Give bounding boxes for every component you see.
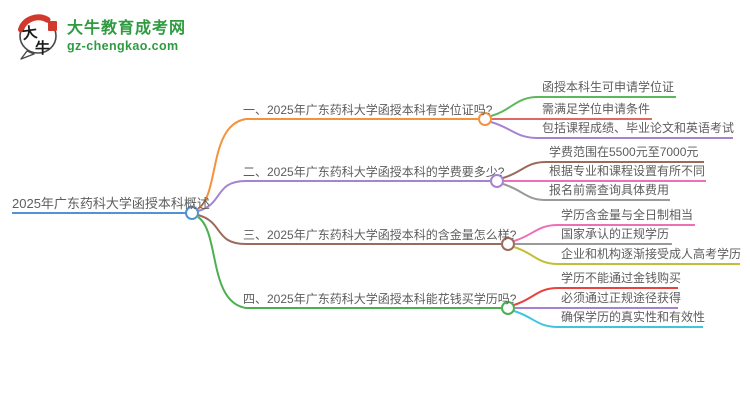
bull-speech-bubble-logo-icon: 大 牛: [18, 14, 57, 60]
branch-1-child-3-label: 包括课程成绩、毕业论文和英语考试: [542, 121, 735, 135]
logo-char-bottom: 牛: [35, 39, 50, 57]
branch-2-child-1-label: 学费范围在5500元至7000元: [549, 145, 699, 159]
root-node-toggle[interactable]: [185, 206, 199, 220]
branch-1-child-1-connector: [490, 96, 676, 117]
branch-2-child-3-connector: [502, 183, 670, 201]
site-name: 大牛教育成考网: [67, 19, 187, 37]
branch-3-connector: [197, 214, 501, 245]
branch-1-child-1-label: 函授本科生可申请学位证: [542, 80, 675, 94]
branch-2-child-2-label: 根据专业和课程设置有所不同: [549, 164, 706, 178]
branch-4-label: 四、2025年广东药科大学函授本科能花钱买学历吗?: [243, 292, 517, 306]
branch-3-child-2-label: 国家承认的正规学历: [561, 227, 670, 241]
branch-4-child-1-connector: [513, 287, 678, 306]
branch-3-child-1-label: 学历含金量与全日制相当: [561, 208, 694, 222]
branch-1-node-toggle[interactable]: [478, 112, 492, 126]
root-topic-label: 2025年广东药科大学函授本科概述: [12, 196, 210, 211]
branch-4-node-toggle[interactable]: [501, 301, 515, 315]
branch-2-node-toggle[interactable]: [490, 174, 504, 188]
branch-2-child-3-label: 报名前需查询具体费用: [549, 183, 670, 197]
branch-4-child-3-label: 确保学历的真实性和有效性: [561, 310, 706, 324]
branch-1-connector: [197, 118, 478, 210]
branch-4-child-3-connector: [513, 310, 703, 328]
branch-4-child-1-label: 学历不能通过金钱购买: [561, 271, 682, 285]
site-url[interactable]: gz-chengkao.com: [67, 38, 179, 53]
site-logo[interactable]: 大 牛 大牛教育成考网 gz-chengkao.com: [16, 12, 186, 60]
branch-1-label: 一、2025年广东药科大学函授本科有学位证吗?: [243, 103, 493, 117]
branch-3-label: 三、2025年广东药科大学函授本科的含金量怎么样?: [243, 228, 517, 242]
branch-2-child-1-connector: [502, 161, 704, 179]
branch-2-connector: [197, 180, 490, 212]
logo-char-top: 大: [21, 23, 38, 43]
branch-1-child-3-connector: [490, 121, 733, 139]
branch-4-child-2-label: 必须通过正规途径获得: [561, 291, 682, 305]
branch-3-child-1-connector: [513, 224, 695, 242]
branch-1-child-2-label: 需满足学位申请条件: [542, 102, 651, 116]
branch-3-node-toggle[interactable]: [501, 237, 515, 251]
branch-2-label: 二、2025年广东药科大学函授本科的学费要多少?: [243, 165, 505, 179]
red-seal-shape: [48, 21, 57, 31]
branch-3-child-3-label: 企业和机构逐渐接受成人高考学历: [561, 247, 742, 261]
branch-3-child-3-connector: [513, 246, 740, 265]
red-beret-shape: [18, 14, 51, 33]
branch-4-connector: [197, 216, 501, 309]
